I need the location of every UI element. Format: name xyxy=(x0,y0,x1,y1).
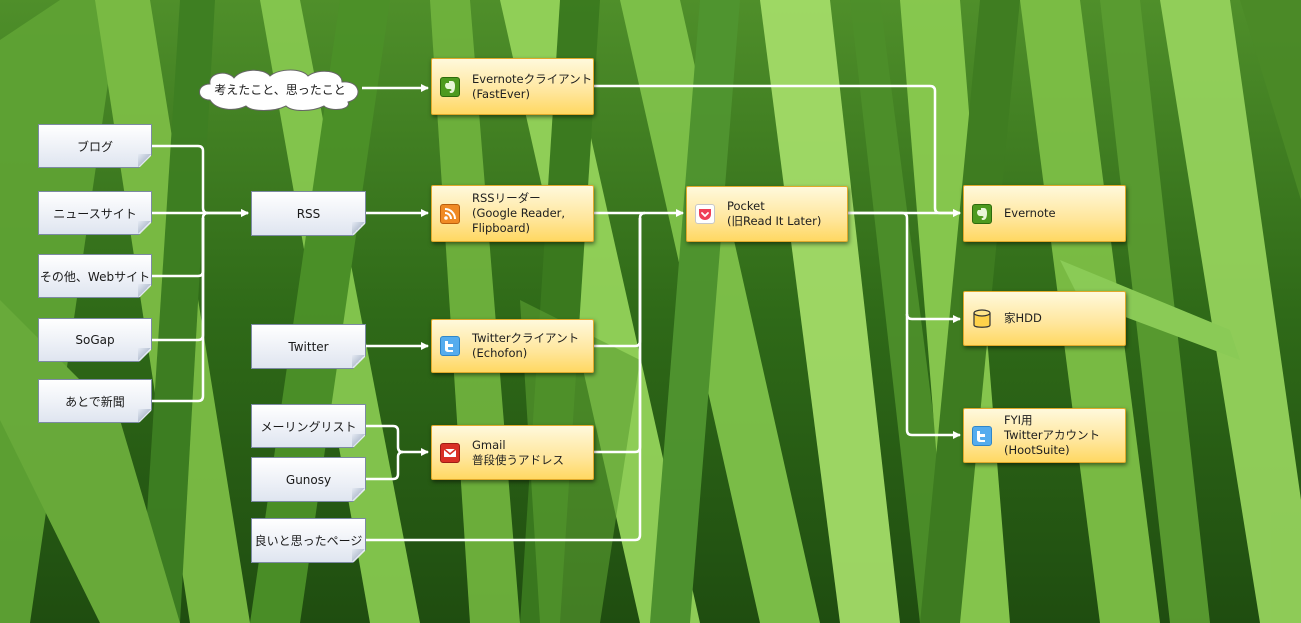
source-sogap-label: SoGap xyxy=(75,333,115,347)
evernote-elephant-icon xyxy=(440,76,460,97)
tool-home-hdd[interactable]: 家HDD xyxy=(963,291,1126,346)
pocket-icon xyxy=(695,204,715,224)
arrow-pocket-to-fyi xyxy=(905,314,961,439)
arrow-gunosy-to-gmail xyxy=(366,450,404,481)
source-good-pages-label: 良いと思ったページ xyxy=(254,534,363,548)
tool-pocket[interactable]: Pocket (旧Read It Later) xyxy=(686,186,848,242)
arrow-sogap-to-rss xyxy=(152,218,205,342)
source-note-sogap[interactable]: SoGap xyxy=(38,318,152,362)
arrow-pocket-to-hdd xyxy=(848,211,961,323)
arrow-good-pages-to-pocket xyxy=(366,218,642,542)
tool-gmail[interactable]: Gmail 普段使うアドレス xyxy=(431,425,594,480)
cloud-shape xyxy=(199,69,359,111)
source-atode-shinbun-label: あとで新聞 xyxy=(65,394,125,409)
source-blog-label: ブログ xyxy=(76,139,113,154)
thought-cloud: 考えたこと、思ったこと xyxy=(192,66,368,112)
source-gunosy-label: Gunosy xyxy=(285,472,332,487)
twitter-bird-icon xyxy=(440,336,460,356)
tool-rss-reader[interactable]: RSSリーダー (Google Reader, Flipboard) xyxy=(431,185,594,242)
source-note-rss[interactable]: RSS xyxy=(251,191,366,236)
tool-evernote-client[interactable]: Evernoteクライアント (FastEver) xyxy=(431,58,594,115)
source-rss-label: RSS xyxy=(296,206,321,221)
arrow-atode-to-rss xyxy=(152,218,205,403)
tool-twitter-client-label: Twitterクライアント (Echofon) xyxy=(472,331,580,360)
tool-fyi-twitter[interactable]: FYI用 Twitterアカウント (HootSuite) xyxy=(963,408,1126,463)
gmail-envelope-icon xyxy=(440,442,460,463)
source-note-mailing-list[interactable]: メーリングリスト xyxy=(251,404,366,448)
source-other-websites-label: その他、Webサイト xyxy=(39,269,151,284)
arrow-gmail-to-pocket xyxy=(594,218,642,454)
source-twitter-label: Twitter xyxy=(288,339,329,354)
source-note-gunosy[interactable]: Gunosy xyxy=(251,457,366,502)
source-note-atode-shinbun[interactable]: あとで新聞 xyxy=(38,379,152,423)
source-note-blog[interactable]: ブログ xyxy=(38,124,152,168)
rss-feed-icon xyxy=(440,203,460,224)
source-note-other-websites[interactable]: その他、Webサイト xyxy=(38,254,152,298)
tool-evernote-client-label: Evernoteクライアント (FastEver) xyxy=(472,71,593,101)
tool-gmail-label: Gmail 普段使うアドレス xyxy=(472,437,564,467)
twitter-bird-icon xyxy=(972,425,992,446)
tool-rss-reader-label: RSSリーダー (Google Reader, Flipboard) xyxy=(472,191,566,235)
source-note-twitter[interactable]: Twitter xyxy=(251,324,366,369)
arrow-other-to-rss xyxy=(152,211,209,278)
tool-twitter-client[interactable]: Twitterクライアント (Echofon) xyxy=(431,319,594,373)
source-note-news-site[interactable]: ニュースサイト xyxy=(38,191,152,235)
tool-evernote-label: Evernote xyxy=(1004,206,1056,220)
tool-evernote[interactable]: Evernote xyxy=(963,185,1126,242)
arrow-twitter-client-to-pocket xyxy=(594,211,646,348)
source-news-site-label: ニュースサイト xyxy=(53,206,137,221)
arrow-blog-to-rss xyxy=(152,144,249,217)
database-cylinder-icon xyxy=(972,308,992,329)
evernote-elephant-icon xyxy=(972,203,992,224)
thought-cloud-label: 考えたこと、思ったこと xyxy=(214,82,346,97)
source-mailing-list-label: メーリングリスト xyxy=(260,419,357,434)
source-note-good-pages[interactable]: 良いと思ったページ xyxy=(251,518,366,563)
arrow-mailing-to-gmail xyxy=(366,424,429,456)
tool-home-hdd-label: 家HDD xyxy=(1004,311,1042,325)
tool-fyi-twitter-label: FYI用 Twitterアカウント (HootSuite) xyxy=(1004,413,1101,457)
tool-pocket-label: Pocket (旧Read It Later) xyxy=(727,199,822,228)
